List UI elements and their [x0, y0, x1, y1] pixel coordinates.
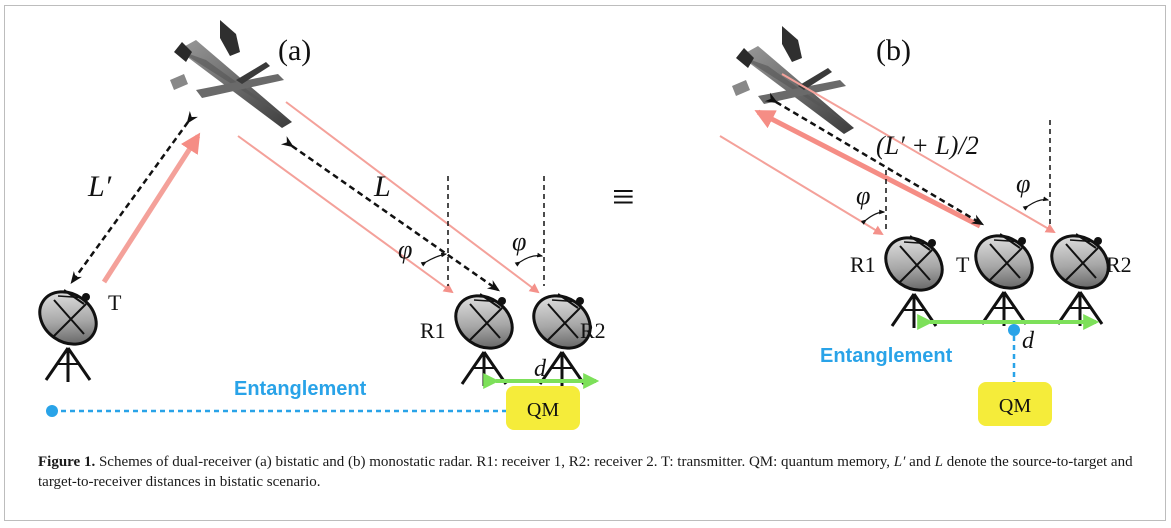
label-L-a: L: [373, 170, 391, 203]
reflect-beam-r1-a: [237, 135, 454, 294]
label-d-b: d: [1022, 328, 1035, 354]
caption-text-2: and: [905, 454, 935, 470]
label-T-b: T: [956, 252, 970, 277]
caption-figure-label: Figure 1.: [38, 454, 96, 470]
entanglement-node-a: [46, 405, 58, 417]
path-half-sum-b: [764, 92, 985, 226]
angle-arc-r2-a: [514, 252, 544, 267]
phi-r1-b: φ: [856, 181, 870, 210]
qm-label-b: QM: [999, 395, 1031, 417]
label-d-a: d: [534, 356, 547, 382]
caption-text-1: Schemes of dual-receiver (a) bistatic an…: [95, 454, 894, 470]
drone-icon-a: [170, 20, 292, 128]
caption-text-3: denote the source-to-target and target-t…: [38, 454, 1133, 490]
transmitter-dish-icon-a: [28, 279, 108, 384]
transmit-beam-a: [101, 132, 201, 284]
equivalence-symbol: ≡: [612, 174, 635, 219]
phi-r2-b: φ: [1016, 169, 1030, 198]
caption-var-Lprime: L′: [893, 454, 906, 470]
label-Lprime-a: L′: [87, 170, 112, 203]
receiver1-dish-icon-a: [444, 283, 524, 388]
path-L-a: [280, 136, 501, 292]
figure-caption: Figure 1. Schemes of dual-receiver (a) b…: [38, 452, 1148, 492]
qm-box-a: [506, 386, 580, 430]
phi-r2-a: φ: [512, 227, 526, 256]
caption-var-L: L: [934, 454, 943, 470]
receiver1-dish-icon-b: [874, 225, 954, 330]
transmitter-dish-icon-b: [964, 223, 1044, 328]
label-R2-a: R2: [580, 318, 606, 343]
label-R2-b: R2: [1106, 252, 1132, 277]
panel-a-label: (a): [278, 34, 311, 67]
label-R1-a: R1: [420, 318, 446, 343]
label-T-a: T: [108, 290, 122, 315]
qm-label-a: QM: [527, 399, 559, 421]
qm-box-b: [978, 382, 1052, 426]
entanglement-label-b: Entanglement: [820, 345, 953, 367]
entanglement-node-b: [1008, 324, 1020, 336]
angle-arc-r1-a: [420, 252, 448, 267]
label-R1-b: R1: [850, 252, 876, 277]
entanglement-label-a: Entanglement: [234, 378, 367, 400]
angle-arc-r2-b: [1022, 196, 1050, 211]
label-half-sum-b: (L′ + L)/2: [876, 131, 979, 160]
panel-b-label: (b): [876, 34, 911, 67]
path-Lprime-a: [70, 110, 198, 285]
angle-arc-r1-b: [860, 209, 886, 225]
phi-r1-a: φ: [398, 235, 412, 264]
